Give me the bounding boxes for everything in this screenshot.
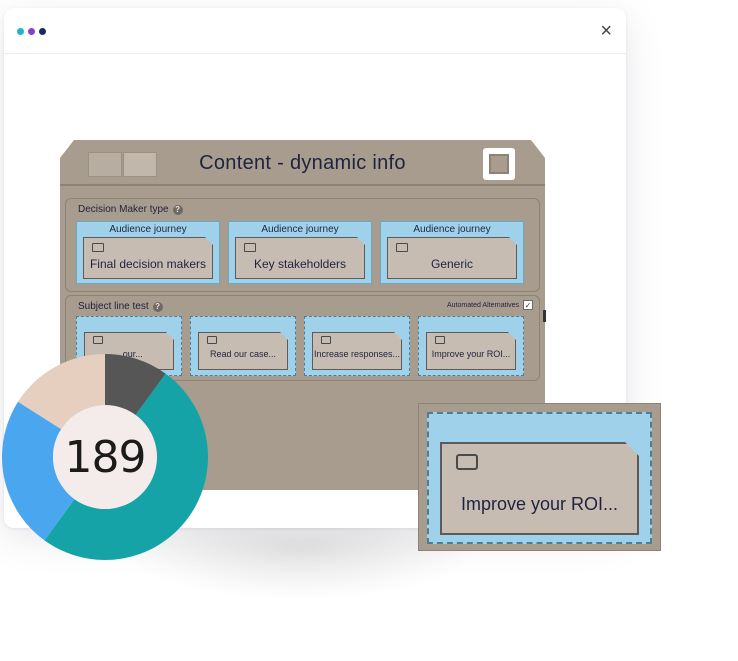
info-icon[interactable]: ? bbox=[152, 301, 163, 312]
tab-thumbnail-1[interactable] bbox=[88, 152, 122, 177]
decision-maker-label: Decision Maker type ? bbox=[78, 204, 183, 215]
donut-segment-3 bbox=[2, 401, 75, 541]
panel-header: Content - dynamic info bbox=[60, 140, 545, 186]
journey-card-value: Generic bbox=[430, 257, 474, 271]
title-bar: × bbox=[4, 8, 626, 54]
donut-widget: 189 bbox=[0, 352, 210, 562]
subject-inner-card[interactable]: Read our case... bbox=[198, 332, 288, 370]
journey-card-value: Key stakeholders bbox=[253, 257, 347, 271]
subject-card-3[interactable]: Increase responses... bbox=[304, 316, 410, 376]
subject-card-value: Improve your ROI... bbox=[431, 349, 511, 359]
zoomed-inner-card[interactable]: Improve your ROI... bbox=[440, 442, 639, 535]
automated-alternatives-checkbox[interactable]: ✓ bbox=[523, 300, 533, 310]
donut-center-value: 189 bbox=[64, 432, 147, 483]
journey-card-generic[interactable]: Audience journey Generic bbox=[380, 221, 524, 284]
journey-inner-card[interactable]: Key stakeholders bbox=[235, 237, 365, 279]
window-dot-1 bbox=[17, 28, 24, 35]
window-dot-3 bbox=[39, 28, 46, 35]
zoomed-subject-card: Improve your ROI... bbox=[418, 403, 661, 551]
window-dot-2 bbox=[28, 28, 35, 35]
zoomed-card-value: Improve your ROI... bbox=[460, 494, 619, 514]
donut-segment-1 bbox=[105, 354, 166, 415]
journey-card-title: Audience journey bbox=[413, 224, 491, 235]
tab-thumbnail-2[interactable] bbox=[123, 152, 157, 177]
subject-card-2[interactable]: Read our case... bbox=[190, 316, 296, 376]
subject-line-label: Subject line test ? bbox=[78, 301, 163, 312]
journey-card-value: Final decision makers bbox=[89, 257, 207, 271]
donut-center bbox=[53, 405, 157, 509]
close-icon[interactable]: × bbox=[600, 20, 612, 42]
info-icon[interactable]: ? bbox=[172, 204, 183, 215]
decision-maker-section: Decision Maker type ? Audience journey F… bbox=[65, 198, 540, 292]
subject-card-value: Increase responses... bbox=[313, 349, 401, 359]
card-icon bbox=[456, 454, 478, 470]
decision-maker-label-text: Decision Maker type bbox=[78, 204, 169, 215]
card-icon bbox=[244, 243, 256, 252]
journey-inner-card[interactable]: Final decision makers bbox=[83, 237, 213, 279]
card-icon bbox=[435, 336, 445, 344]
card-icon bbox=[93, 336, 103, 344]
journey-inner-card[interactable]: Generic bbox=[387, 237, 517, 279]
donut-segment-4 bbox=[18, 354, 105, 430]
journey-card-stakeholders[interactable]: Audience journey Key stakeholders bbox=[228, 221, 372, 284]
journey-card-final[interactable]: Audience journey Final decision makers bbox=[76, 221, 220, 284]
journey-card-title: Audience journey bbox=[261, 224, 339, 235]
subject-inner-card[interactable]: Improve your ROI... bbox=[426, 332, 516, 370]
zoomed-card-frame[interactable]: Improve your ROI... bbox=[427, 412, 652, 544]
card-icon bbox=[321, 336, 331, 344]
journey-card-title: Audience journey bbox=[109, 224, 187, 235]
subject-line-label-text: Subject line test bbox=[78, 301, 149, 312]
fullscreen-button[interactable] bbox=[483, 148, 515, 180]
subject-line-section: Subject line test ? Automated Alternativ… bbox=[65, 295, 540, 381]
donut-segment-2 bbox=[44, 373, 209, 560]
automated-alternatives: Automated Alternatives ✓ bbox=[447, 300, 533, 310]
card-icon bbox=[207, 336, 217, 344]
subject-card-value: ...our... bbox=[115, 349, 143, 359]
panel-title: Content - dynamic info bbox=[199, 152, 406, 174]
subject-inner-card[interactable]: Increase responses... bbox=[312, 332, 402, 370]
resize-handle[interactable] bbox=[543, 310, 546, 322]
card-icon bbox=[396, 243, 408, 252]
subject-card-4[interactable]: Improve your ROI... bbox=[418, 316, 524, 376]
automated-alternatives-label: Automated Alternatives bbox=[447, 301, 519, 309]
subject-card-value: Read our case... bbox=[209, 349, 277, 359]
fullscreen-icon bbox=[489, 154, 509, 174]
donut-chart bbox=[2, 354, 209, 560]
card-icon bbox=[92, 243, 104, 252]
